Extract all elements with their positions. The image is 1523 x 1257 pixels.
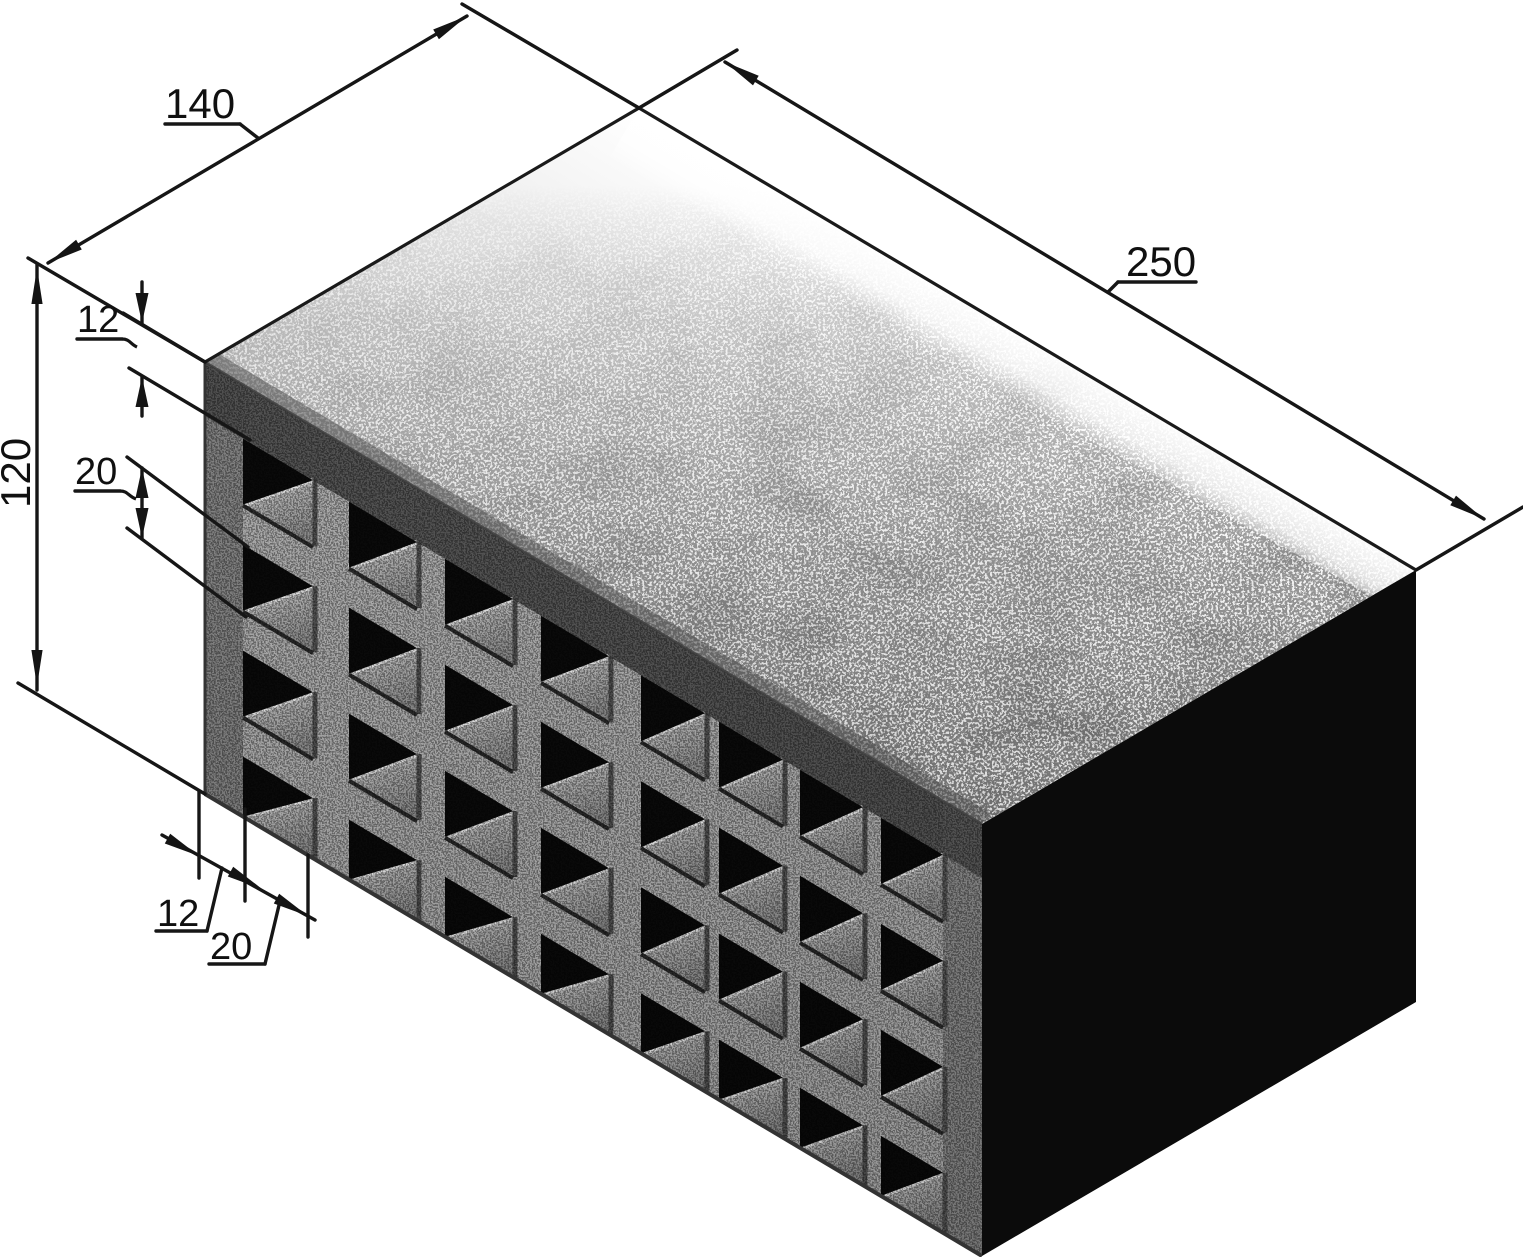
svg-text:140: 140 [165, 80, 235, 127]
svg-text:12: 12 [157, 893, 199, 935]
svg-text:250: 250 [1126, 238, 1196, 285]
svg-text:120: 120 [0, 438, 39, 508]
svg-text:20: 20 [75, 451, 117, 493]
svg-text:20: 20 [210, 926, 252, 968]
svg-text:12: 12 [77, 299, 119, 341]
